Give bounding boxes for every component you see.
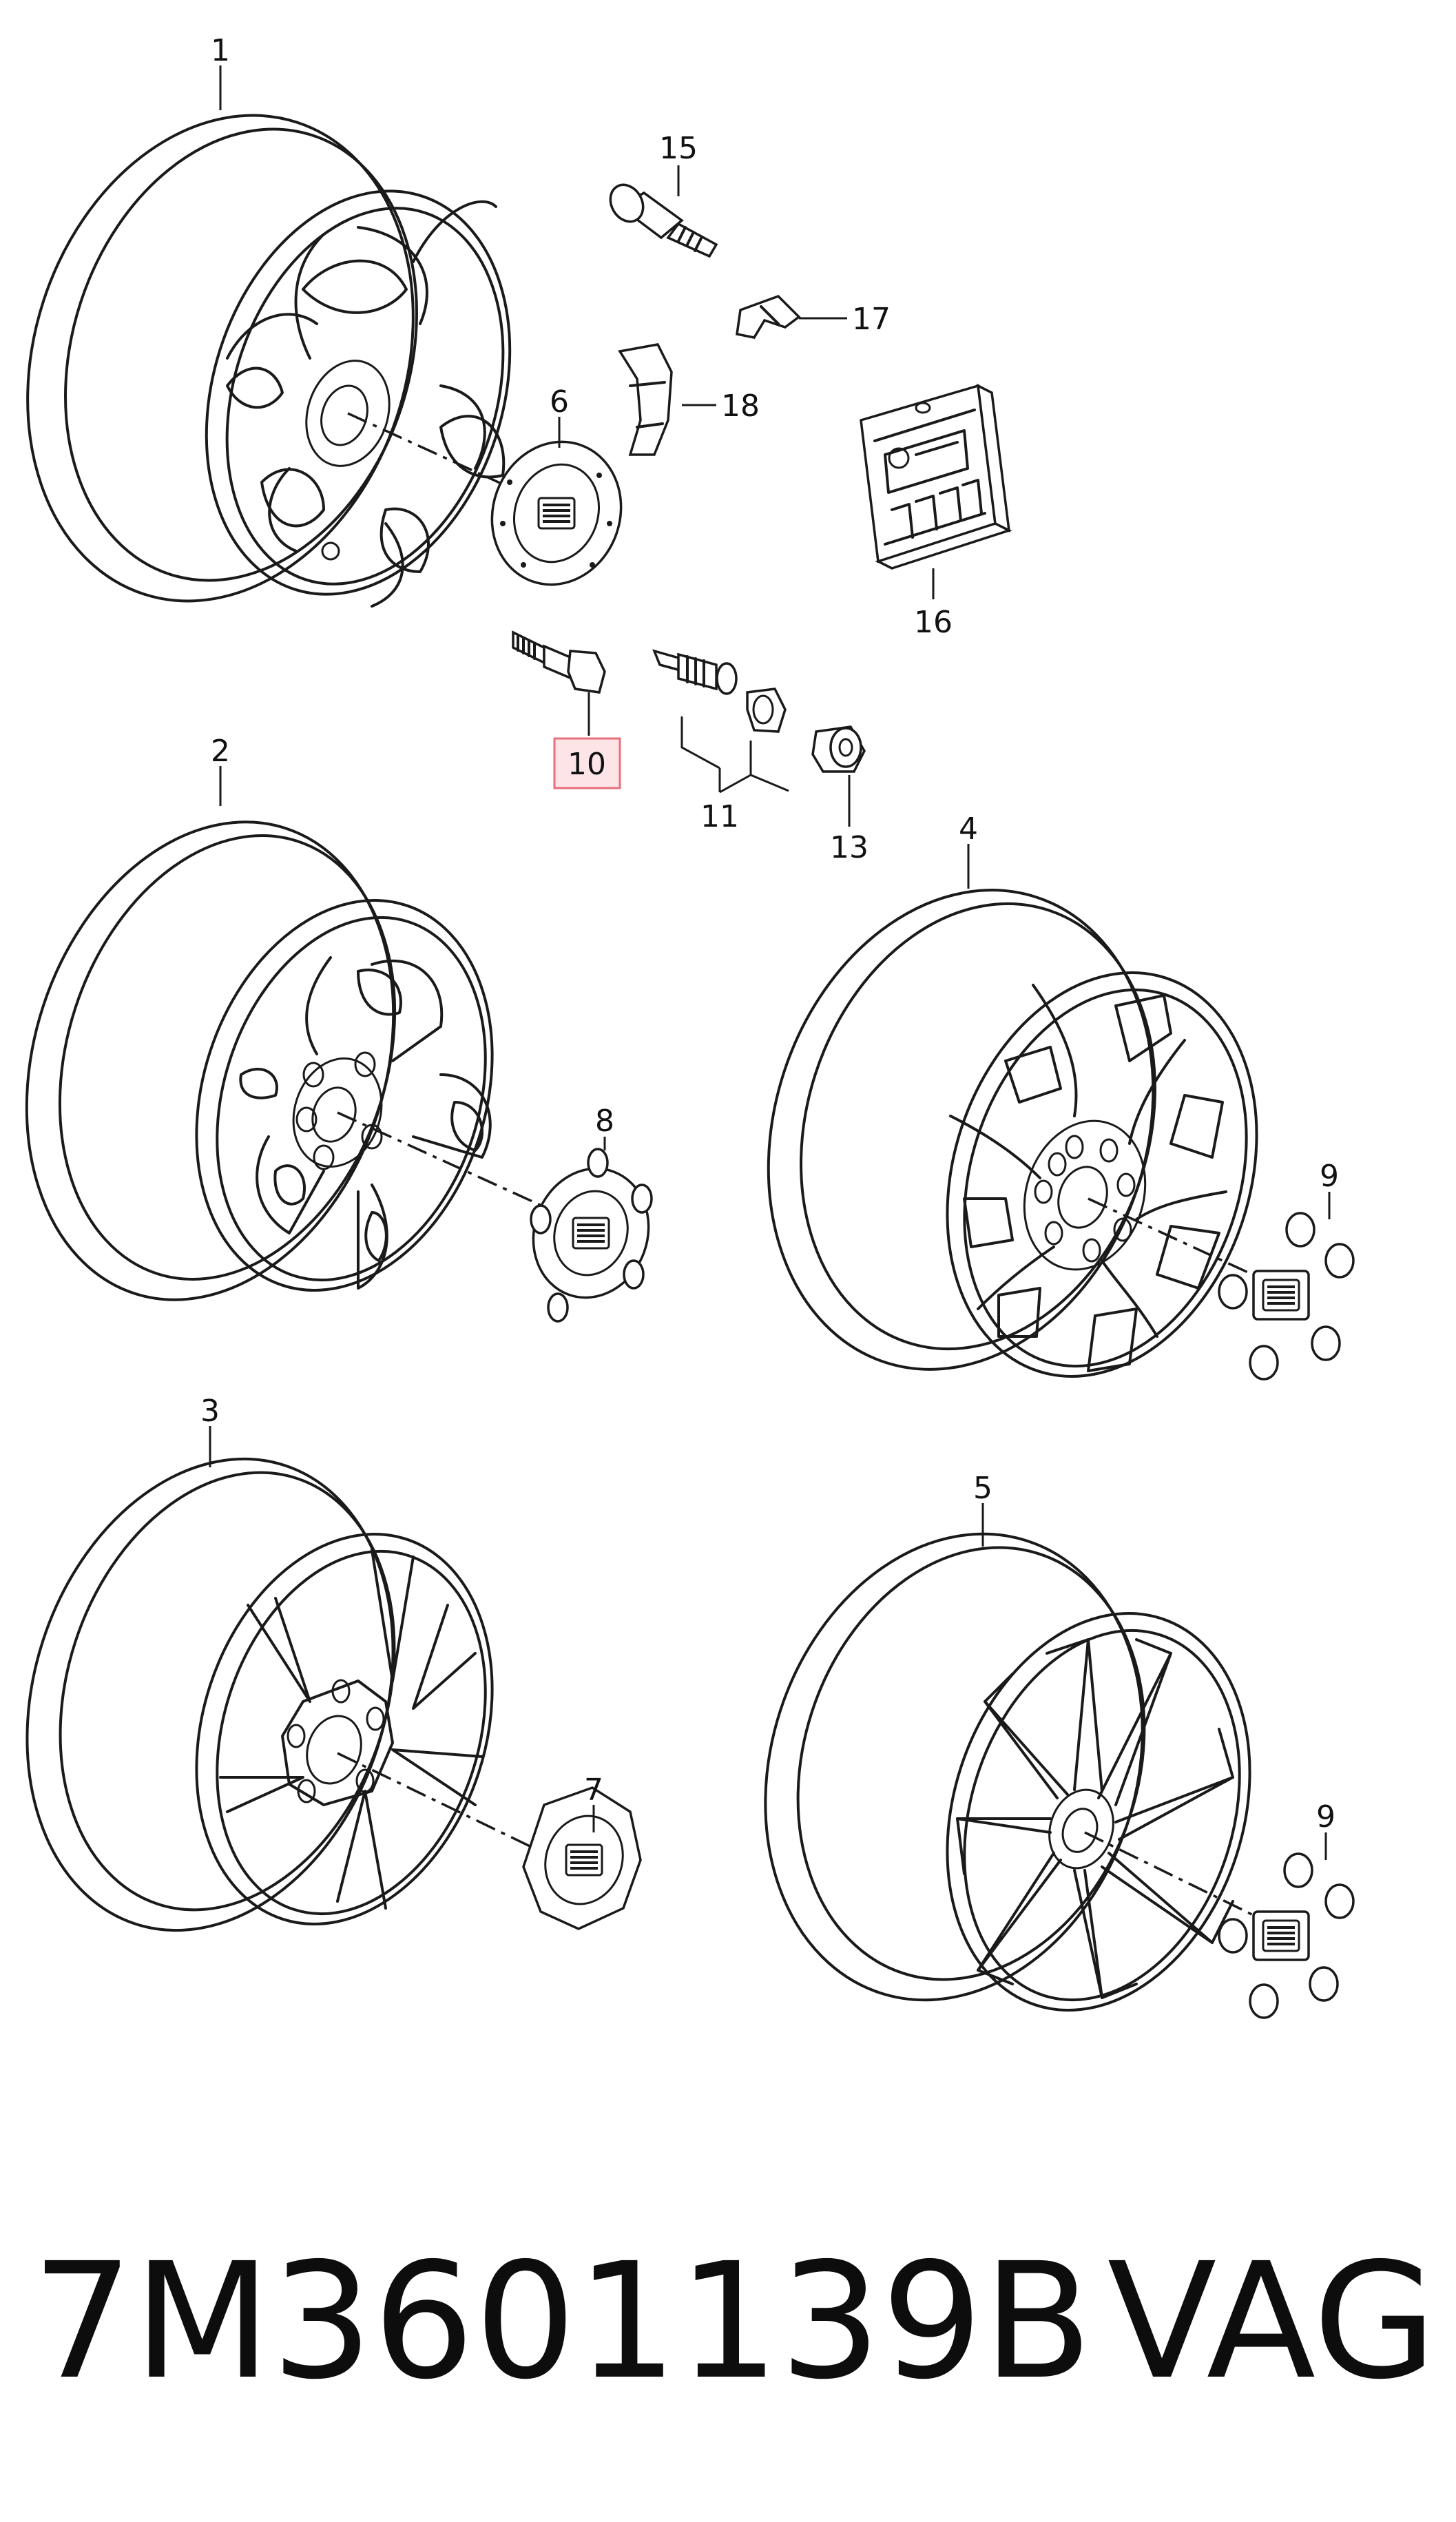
footer: 7M3601139B VAG <box>32 2232 1437 2411</box>
bolt-caps-9-lower <box>1218 1852 1355 2019</box>
callout-15: 15 <box>659 131 698 166</box>
hub-cap-6 <box>490 440 623 586</box>
callout-17: 17 <box>852 302 891 337</box>
callout-7: 7 <box>584 1772 603 1808</box>
callout-2: 2 <box>211 734 230 769</box>
callout-18: 18 <box>721 389 760 424</box>
wheel-2 <box>25 820 494 1301</box>
valve-cap-13 <box>811 725 866 773</box>
wheel-3 <box>25 1457 494 1932</box>
callout-4: 4 <box>959 812 978 847</box>
wheel-1 <box>26 114 512 608</box>
leader-11 <box>680 716 789 794</box>
hub-cap-8 <box>530 1148 653 1323</box>
axis-line <box>1084 1831 1268 1923</box>
callout-10-highlight <box>553 737 621 789</box>
callout-6: 6 <box>550 384 569 420</box>
callout-8: 8 <box>595 1104 614 1139</box>
callout-10: 10 <box>568 747 606 782</box>
callout-9-lower: 9 <box>1316 1799 1335 1834</box>
bolt-kit-package-16 <box>860 383 1012 570</box>
bolt-caps-9-upper <box>1218 1212 1355 1381</box>
callout-3: 3 <box>200 1394 220 1429</box>
callout-11: 11 <box>700 799 739 834</box>
axis-line <box>337 1111 572 1221</box>
callout-13: 13 <box>830 830 869 865</box>
valve-15 <box>609 183 718 258</box>
callout-5: 5 <box>973 1471 992 1506</box>
wheel-bolt-10 <box>512 630 606 694</box>
leader-lines <box>209 65 1331 1860</box>
part-number: 7M3601139B <box>32 2229 1093 2415</box>
callout-labels: 1 2 3 4 5 6 7 8 9 9 10 11 13 15 16 17 18 <box>200 33 1339 1834</box>
callout-9-upper: 9 <box>1320 1159 1339 1194</box>
brand-label: VAG <box>1107 2229 1437 2415</box>
clip-17 <box>736 294 801 339</box>
wheel-5 <box>764 1532 1251 2012</box>
wheel-4 <box>767 889 1258 1378</box>
valve-11 <box>652 649 787 733</box>
axis-line <box>1088 1197 1268 1283</box>
callout-16: 16 <box>914 605 953 640</box>
callout-1: 1 <box>211 33 230 68</box>
balance-weight-18 <box>618 343 673 456</box>
hub-cap-7 <box>522 1786 642 1930</box>
